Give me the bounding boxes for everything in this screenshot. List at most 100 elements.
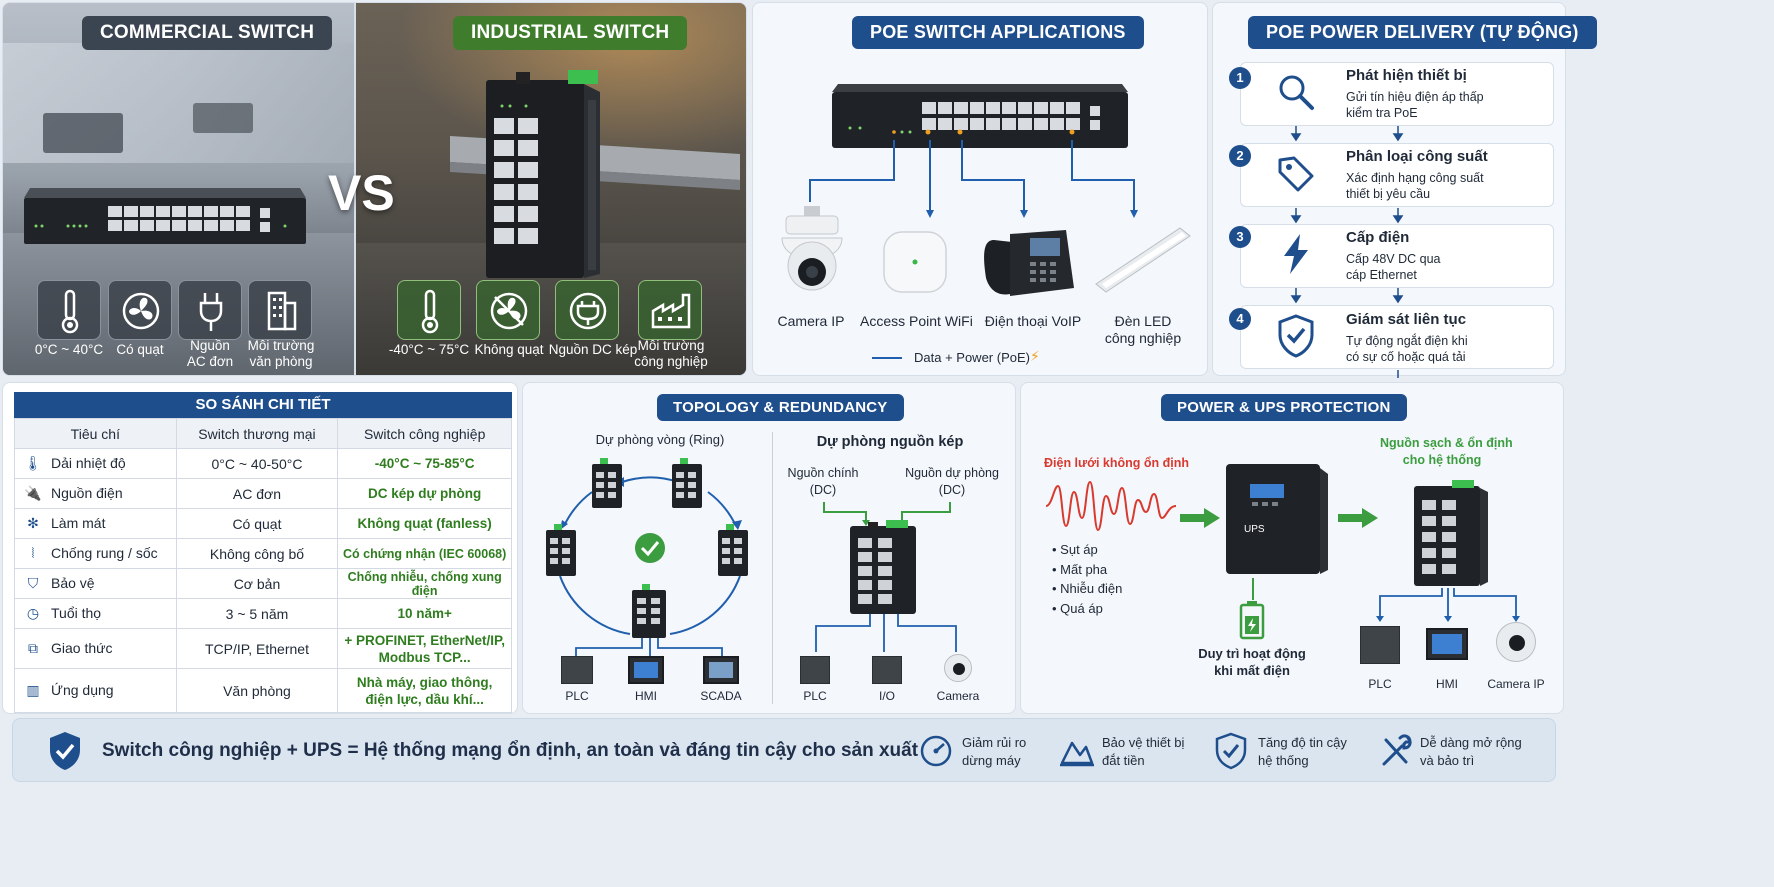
arrow-right-icon [1338, 508, 1378, 528]
commercial-switch-image [24, 188, 306, 244]
table-cell: Nhà máy, giao thông, [356, 674, 493, 690]
step-title: Phân loại công suất [1346, 148, 1488, 165]
dual-power-diagram [815, 502, 957, 652]
table-row: ⛉Bảo vệ Cơ bản Chống nhiễu, chống xung đ… [14, 568, 512, 599]
industrial-feature-env: Môi trường [637, 338, 705, 353]
benefit-label: Bảo vệ thiết bị [1102, 735, 1185, 750]
keep-running-label: Duy trì hoạt động [1198, 646, 1306, 661]
table-cell: Cơ bản [175, 568, 339, 599]
table-cell: Không quạt (fanless) [337, 508, 512, 539]
table-cell: + PROFINET, EtherNet/IP, [344, 632, 505, 648]
list-item: • Mất pha [1052, 561, 1108, 577]
fan-icon: ✻ [27, 515, 39, 531]
table-row: ▥Ứng dụng Văn phòng Nhà máy, giao thông,… [14, 668, 512, 713]
shield-icon: ⛉ [27, 575, 39, 591]
ring-device-label: HMI [635, 689, 657, 703]
plc-icon [561, 656, 593, 684]
lightning-icon [1284, 234, 1308, 274]
table-cell: Nguồn điện [51, 485, 123, 501]
ring-device-label: SCADA [700, 689, 742, 703]
poe-power-arrows [1290, 126, 1404, 378]
ups-device-label: HMI [1436, 677, 1458, 691]
topology-panel [522, 382, 1016, 714]
clean-power-label-2: cho hệ thống [1402, 453, 1482, 467]
factory-icon [638, 280, 702, 340]
poe-step-2 [1240, 143, 1554, 207]
table-cell: TCP/IP, Ethernet [175, 628, 339, 669]
table-header-row: Tiêu chí Switch thương mại Switch công n… [14, 418, 512, 449]
table-row: ⧉Giao thức TCP/IP, Ethernet + PROFINET, … [14, 628, 512, 669]
table-row: ◷Tuổi thọ 3 ~ 5 năm 10 năm+ [14, 598, 512, 629]
table-cell: Tuổi thọ [51, 605, 102, 621]
clock-icon: ◷ [26, 605, 40, 621]
backup-power-label-2: (DC) [938, 483, 966, 497]
shield-check-icon [50, 732, 80, 770]
footer-headline: Switch công nghiệp + UPS = Hệ thống mạng… [102, 740, 919, 761]
plc-icon [1360, 626, 1400, 664]
magnifier-icon [1279, 75, 1314, 110]
commercial-feature-env-2: văn phòng [249, 354, 313, 369]
table-row: ✻Làm mát Có quạt Không quạt (fanless) [14, 508, 512, 539]
ring-topology-diagram [546, 458, 748, 656]
step-title: Phát hiện thiết bị [1346, 67, 1467, 84]
battery-icon [1239, 601, 1265, 640]
dual-plug-icon [555, 280, 619, 340]
industrial-feature-temp: -40°C ~ 75°C [388, 342, 470, 357]
industrial-feature-power: Nguồn DC kép [548, 342, 638, 357]
main-power-label-2: (DC) [809, 483, 837, 497]
step-desc: Cấp 48V DC qua [1346, 252, 1441, 266]
ups-title: POWER & UPS PROTECTION [1161, 394, 1407, 421]
table-row: ⦚Chống rung / sốc Không công bố Có chứng… [14, 538, 512, 569]
poe-apps-title: POE SWITCH APPLICATIONS [852, 16, 1144, 49]
ups-device-label: Camera IP [1487, 677, 1545, 691]
step-number: 1 [1229, 67, 1251, 89]
topology-divider [772, 432, 773, 704]
clean-power-label: Nguồn sạch & ổn định [1380, 436, 1513, 450]
step-number: 4 [1229, 308, 1251, 330]
list-item: • Nhiễu điện [1052, 581, 1123, 596]
step-title: Giám sát liên tục [1346, 311, 1467, 328]
thermometer-icon [397, 280, 461, 340]
backup-power-label: Nguồn dự phòng [905, 466, 999, 480]
benefit-label: hệ thống [1258, 753, 1309, 768]
device-label-led-2: công nghiệp [1104, 330, 1182, 346]
ring-title: Dự phòng vòng (Ring) [595, 432, 725, 447]
device-label-led: Đèn LED [1114, 313, 1172, 329]
step-number: 2 [1229, 145, 1251, 167]
dual-device-label: Camera [936, 689, 980, 703]
poe-step-3 [1240, 224, 1554, 288]
table-cell: Văn phòng [175, 668, 339, 713]
issue-list: • Sụt áp • Mất pha • Nhiễu điện • Quá áp [1052, 540, 1122, 618]
scada-icon [703, 656, 739, 684]
arrow-right-icon [1180, 508, 1220, 528]
gauge-icon [920, 735, 952, 767]
table-cell: điện lực, dầu khí... [365, 691, 484, 707]
benefit-label: Dễ dàng mở rộng [1420, 735, 1522, 750]
benefit-label: Giảm rủi ro [962, 735, 1027, 750]
table-cell: Chống rung / sốc [51, 545, 158, 561]
step-desc: có sự cố hoặc quá tải [1346, 350, 1466, 364]
ups-device-lines [1376, 588, 1520, 622]
table-header: Tiêu chí [14, 418, 177, 449]
plc-icon [800, 656, 830, 684]
poe-legend-label: Data + Power (PoE) [914, 350, 1030, 365]
table-header: Switch công nghiệp [337, 418, 512, 449]
table-cell: DC kép dự phòng [337, 478, 512, 509]
table-cell: Dải nhiệt độ [51, 455, 126, 471]
table-cell: 0°C ~ 40-50°C [175, 448, 339, 479]
table-cell: Làm mát [51, 515, 106, 531]
table-cell: 3 ~ 5 năm [175, 598, 339, 629]
industrial-switch-image [450, 70, 740, 278]
tools-icon [1382, 734, 1412, 766]
poe-step-1 [1240, 62, 1554, 126]
lightning-icon: ⚡ [1030, 348, 1040, 364]
table-header: Switch thương mại [175, 418, 339, 449]
plug-icon: 🔌 [24, 485, 42, 501]
led-light-image [1095, 227, 1191, 293]
poe-switch-diagram [809, 84, 1138, 218]
io-module-icon [872, 656, 902, 684]
unstable-power-label: Điện lưới không ổn định [1044, 456, 1190, 470]
main-power-label: Nguồn chính [787, 466, 859, 480]
table-cell: Bảo vệ [51, 575, 95, 591]
keep-running-label-2: khi mất điện [1214, 663, 1290, 678]
